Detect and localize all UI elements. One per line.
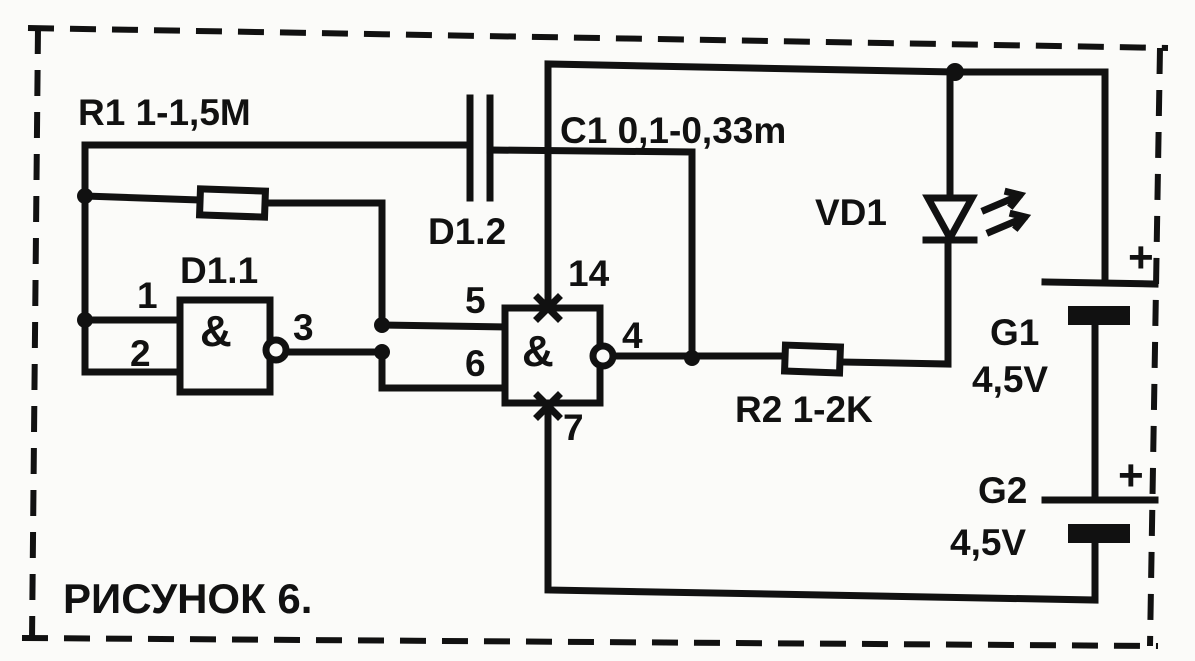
resistor-r2 bbox=[780, 341, 845, 377]
label-g2-name: G2 bbox=[978, 470, 1027, 511]
label-g2-voltage: 4,5V bbox=[950, 522, 1026, 563]
label-vd1: VD1 bbox=[815, 192, 887, 233]
label-r1: R1 1-1,5M bbox=[78, 92, 251, 133]
led-triangle bbox=[922, 194, 978, 246]
pin-label-7: 7 bbox=[563, 407, 584, 448]
wire-c1-output bbox=[486, 146, 696, 362]
wire-node-b bbox=[378, 348, 509, 392]
capacitor-c1 bbox=[466, 94, 494, 202]
label-d11: D1.1 bbox=[180, 250, 258, 291]
junction-dot bbox=[77, 188, 93, 204]
wire-left-rail bbox=[81, 192, 184, 376]
pin-label-3: 3 bbox=[293, 307, 314, 348]
gate-d12-symbol: & bbox=[522, 327, 554, 376]
gate-d11-symbol: & bbox=[200, 307, 232, 356]
pin-label-4: 4 bbox=[622, 315, 643, 356]
wire-r2-right bbox=[836, 236, 952, 368]
pin-label-14: 14 bbox=[568, 253, 610, 294]
junction-dot bbox=[946, 63, 964, 81]
inverter-bubble bbox=[262, 336, 290, 364]
label-g1-voltage: 4,5V bbox=[972, 359, 1048, 400]
led-arrow-2 bbox=[985, 209, 1032, 237]
pin14-marker bbox=[533, 293, 563, 323]
wire-top-rail bbox=[544, 60, 1109, 304]
led-vd1 bbox=[922, 187, 1032, 246]
led-arrow-1 bbox=[980, 187, 1027, 215]
junction-dot bbox=[374, 344, 390, 360]
pin-label-1: 1 bbox=[137, 275, 158, 316]
wire-node-a bbox=[378, 321, 509, 331]
g2-plus-sign: + bbox=[1118, 451, 1144, 500]
junction-dot bbox=[684, 350, 700, 366]
gate-d12: & bbox=[501, 293, 617, 421]
wire-r1-right bbox=[261, 199, 386, 329]
gate-d11: & bbox=[176, 296, 290, 396]
junction-dot bbox=[77, 312, 93, 328]
battery-g2: + bbox=[1041, 451, 1159, 543]
label-c1: C1 0,1-0,33m bbox=[560, 110, 786, 151]
inverter-bubble bbox=[589, 342, 617, 370]
g1-plus-sign: + bbox=[1128, 233, 1154, 282]
label-g1-name: G1 bbox=[990, 312, 1039, 353]
wire-r1-c1-top bbox=[81, 141, 474, 200]
resistor-r1 bbox=[195, 185, 270, 221]
pin-label-5: 5 bbox=[465, 280, 486, 321]
battery-g1: + bbox=[1041, 233, 1159, 325]
wire-r1 bbox=[81, 192, 204, 204]
label-d12: D1.2 bbox=[428, 211, 506, 252]
wire-bottom-rail bbox=[544, 404, 1099, 604]
caption: РИСУНОК 6. bbox=[63, 575, 312, 622]
label-r2: R2 1-2K bbox=[735, 389, 873, 430]
junction-dot bbox=[374, 317, 390, 333]
pin7-marker bbox=[533, 391, 563, 421]
junction-dots bbox=[77, 63, 964, 366]
pin-label-2: 2 bbox=[130, 333, 151, 374]
dashed-border bbox=[21, 25, 1169, 649]
pin-label-6: 6 bbox=[465, 343, 486, 384]
